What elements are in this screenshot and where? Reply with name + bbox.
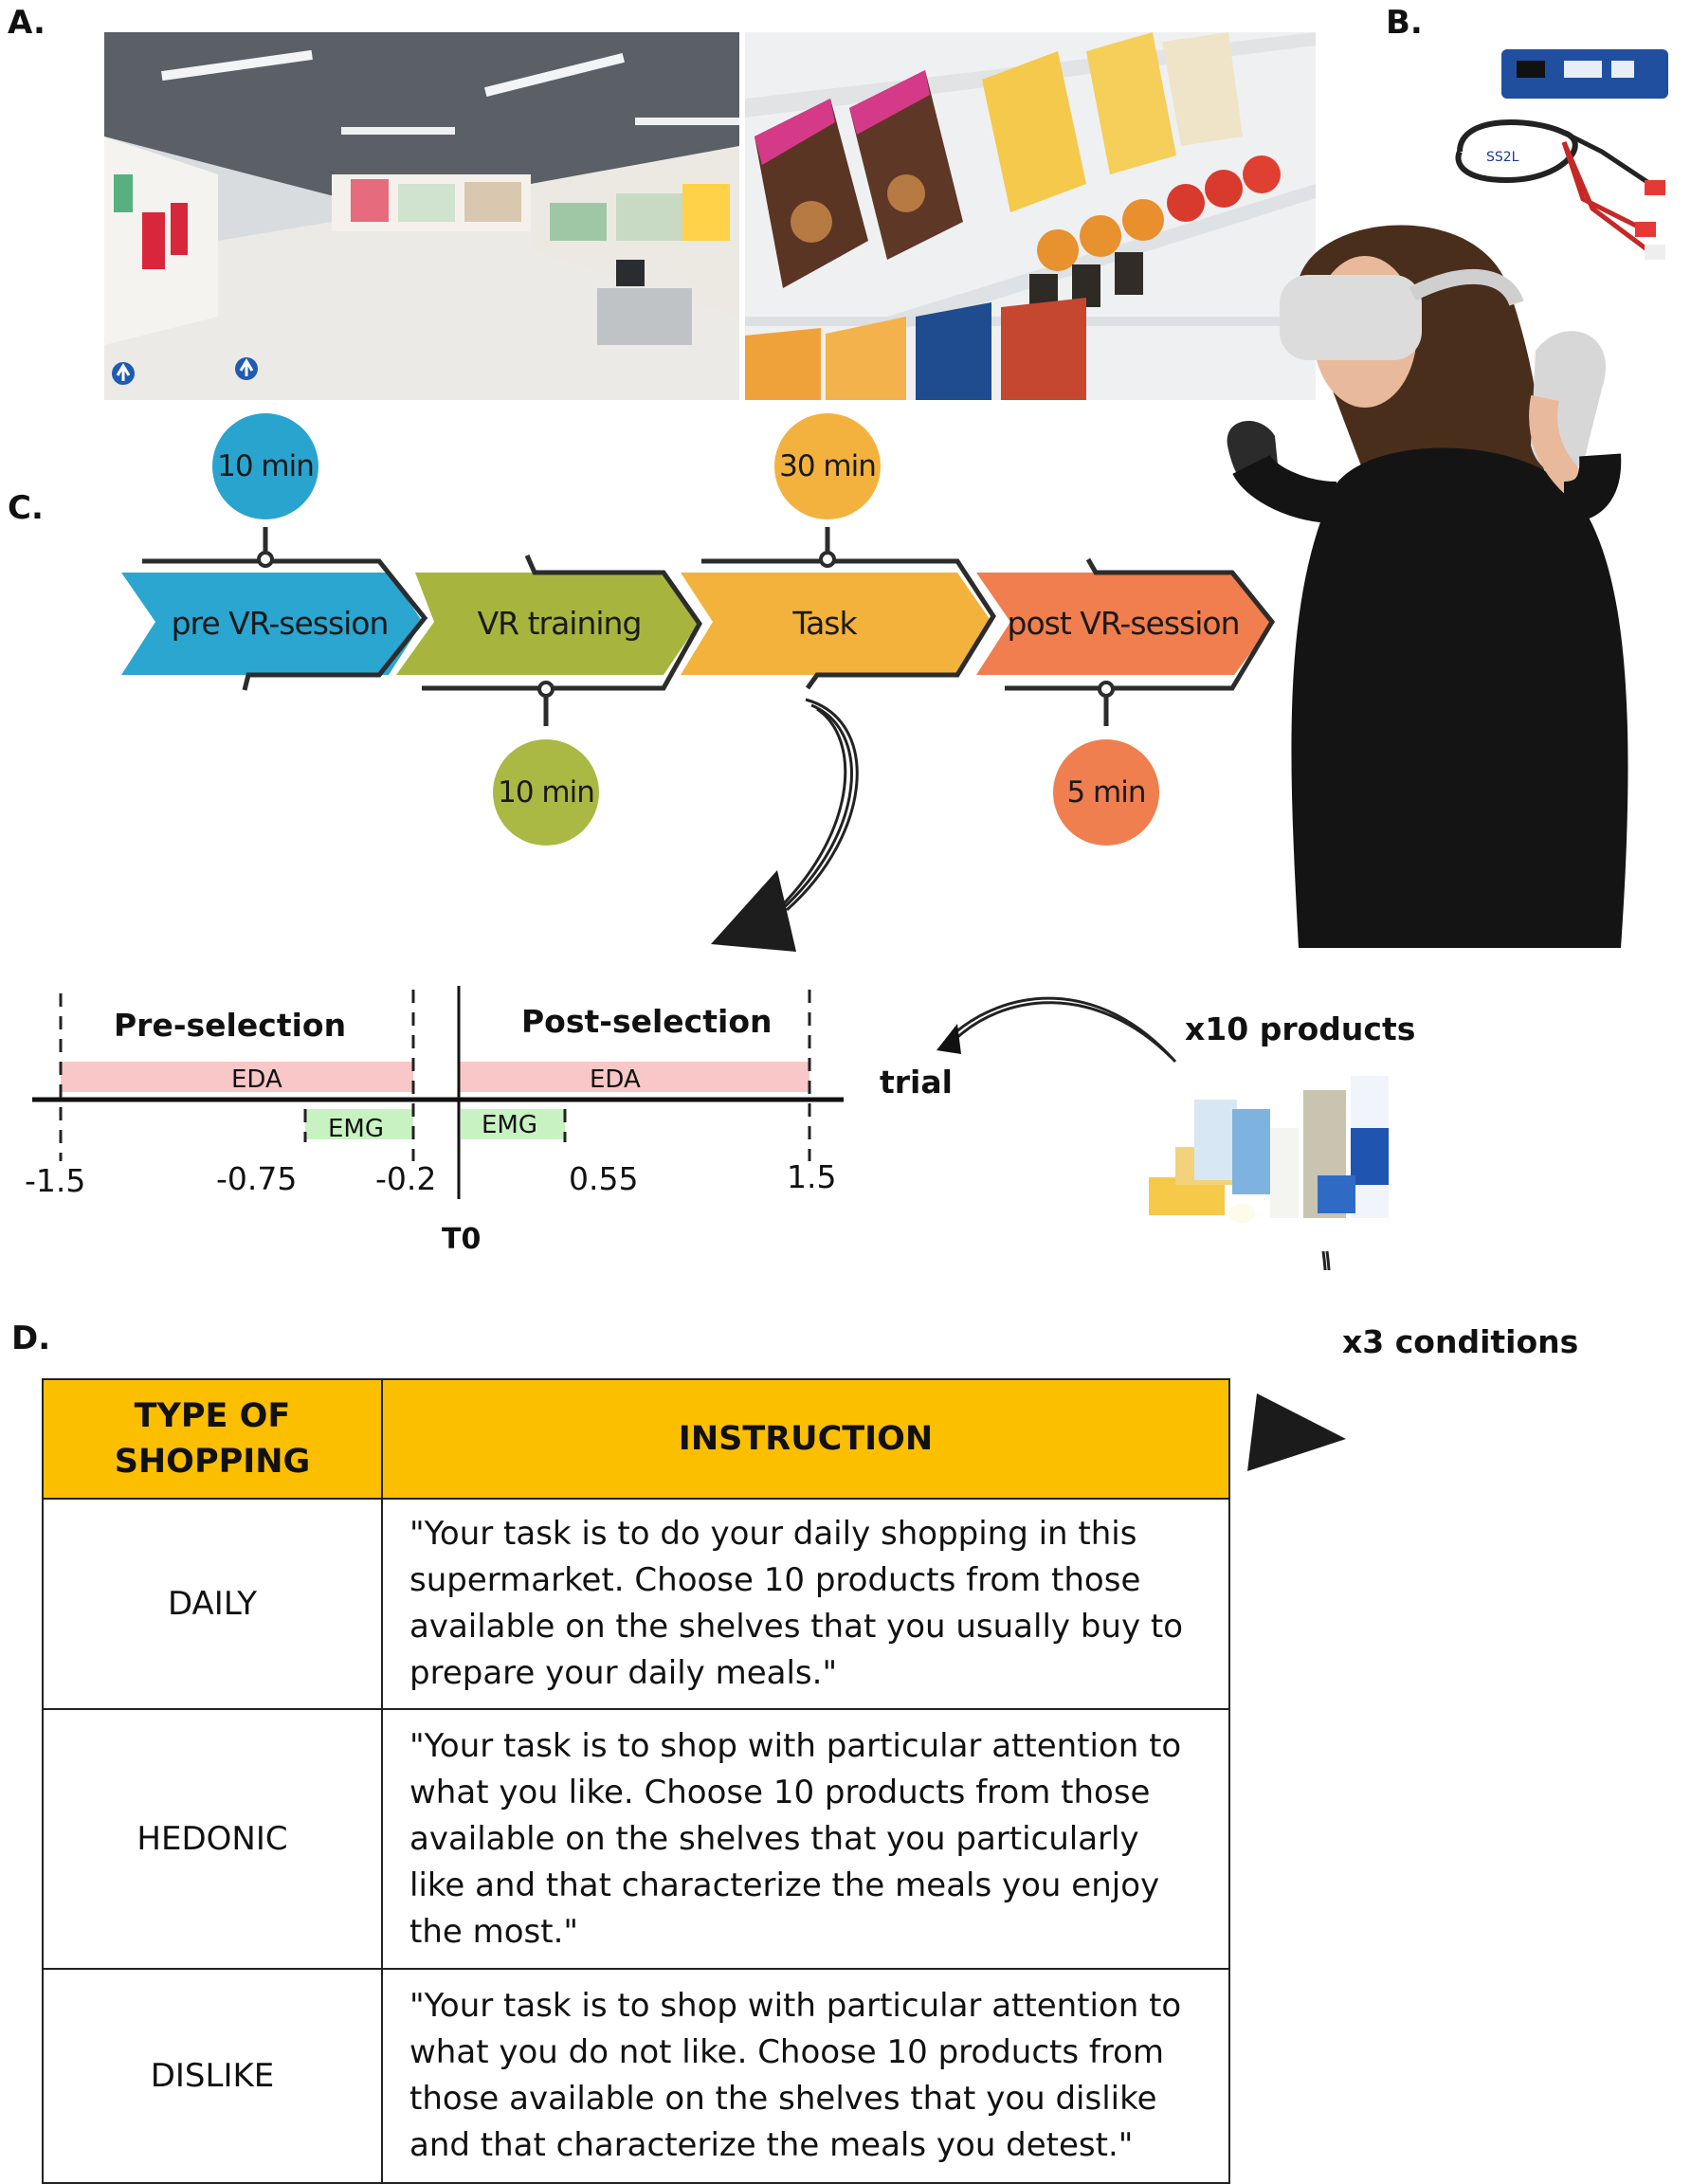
duration-circle-post-vr: 5 min <box>1053 739 1159 846</box>
timeline-graphic <box>121 527 1276 952</box>
header-type-of-shopping: TYPE OF SHOPPING <box>42 1378 383 1500</box>
post-selection-label: Post-selection <box>521 1003 773 1040</box>
biopac-device-image: SS2L <box>1422 38 1678 284</box>
panel-label-d: D. <box>11 1320 51 1357</box>
row-type-hedonic: HEDONIC <box>42 1708 383 1970</box>
eda-label-post: EDA <box>590 1065 641 1094</box>
phase-label-pre-vr: pre VR-session <box>171 605 390 642</box>
table-row: HEDONIC "Your task is to shop with parti… <box>42 1708 1230 1970</box>
row-instruction-hedonic: "Your task is to shop with particular at… <box>381 1708 1230 1970</box>
emg-label-post: EMG <box>482 1111 538 1139</box>
products-count-label: x10 products <box>1185 1010 1416 1047</box>
arrowhead-to-table <box>1247 1393 1346 1471</box>
device-label: SS2L <box>1486 150 1519 165</box>
duration-circle-task: 30 min <box>774 413 881 519</box>
t0-label: T0 <box>442 1223 482 1256</box>
phase-label-post-vr: post VR-session <box>1007 605 1241 642</box>
eda-bar-post <box>459 1062 809 1092</box>
supermarket-interior-image <box>104 32 739 400</box>
tick-label-minus-1-5: -1.5 <box>25 1162 86 1199</box>
pre-selection-label: Pre-selection <box>114 1007 347 1044</box>
vr-participant-image <box>1223 199 1691 948</box>
table-row: DAILY "Your task is to do your daily sho… <box>42 1498 1230 1710</box>
emg-label-pre: EMG <box>328 1115 385 1143</box>
panel-label-a: A. <box>8 4 45 42</box>
panel-label-b: B. <box>1386 4 1423 42</box>
row-instruction-dislike: "Your task is to shop with particular at… <box>381 1968 1230 2184</box>
duration-circle-pre-vr: 10 min <box>212 413 318 519</box>
row-type-dislike: DISLIKE <box>42 1968 383 2184</box>
trial-label: trial <box>880 1064 953 1101</box>
eda-bar-pre <box>61 1062 413 1092</box>
row-type-daily: DAILY <box>42 1498 383 1710</box>
shopping-instruction-table: TYPE OF SHOPPING INSTRUCTION DAILY "Your… <box>42 1378 1230 2184</box>
phase-chevron-task <box>681 573 991 675</box>
cereal-shelf-image <box>745 32 1316 400</box>
panel-label-c: C. <box>8 489 44 527</box>
tick-label-1-5: 1.5 <box>787 1158 837 1195</box>
phase-chevron-pre-vr <box>121 573 423 675</box>
tick-label-0-55: 0.55 <box>569 1160 639 1197</box>
arrowhead-task-to-trial <box>711 870 796 952</box>
conditions-count-label: x3 conditions <box>1342 1323 1579 1360</box>
emg-bar-pre <box>305 1109 413 1139</box>
table-row: DISLIKE "Your task is to shop with parti… <box>42 1968 1230 2184</box>
phase-chevron-post-vr <box>976 573 1274 675</box>
row-instruction-daily: "Your task is to do your daily shopping … <box>381 1498 1230 1710</box>
tick-label-minus-0-75: -0.75 <box>216 1160 298 1197</box>
trial-timeline-graphic <box>32 986 1331 1270</box>
phase-label-task: Task <box>792 605 857 642</box>
products-illustration <box>1147 1071 1403 1223</box>
phase-label-vr-training: VR training <box>477 605 643 642</box>
duration-circle-vr-training: 10 min <box>493 739 599 846</box>
emg-bar-post <box>461 1109 565 1139</box>
header-instruction: INSTRUCTION <box>381 1378 1230 1500</box>
tick-label-minus-0-2: -0.2 <box>375 1160 437 1197</box>
phase-chevron-vr-training <box>396 573 700 675</box>
eda-label-pre: EDA <box>231 1065 282 1094</box>
